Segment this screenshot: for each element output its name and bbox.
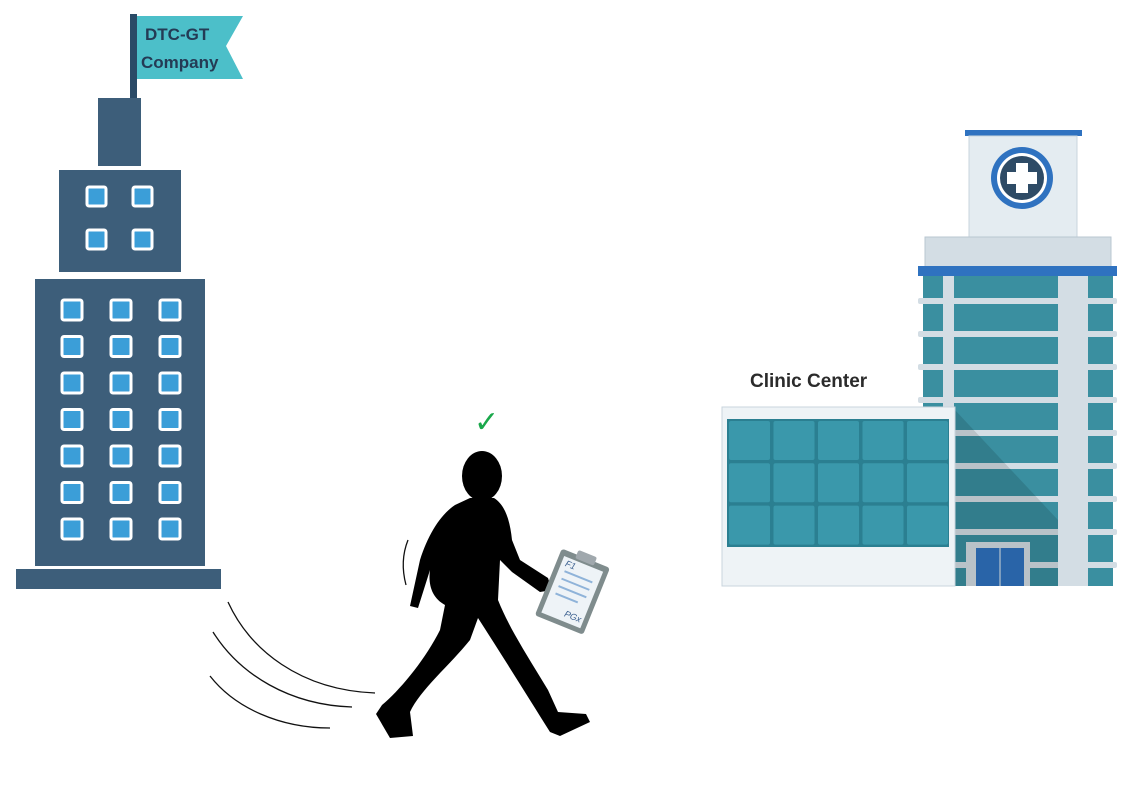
tower-window <box>109 481 133 504</box>
tower-window <box>85 185 108 208</box>
motion-lines <box>209 539 409 729</box>
tower-middle <box>59 170 181 272</box>
clinic-wing-window <box>862 421 904 460</box>
company-flag <box>137 16 243 79</box>
company-building: DTC-GT Company <box>16 14 243 589</box>
clinic-wing-window <box>818 505 859 545</box>
person-body <box>376 498 590 738</box>
clinic-wing-window <box>907 505 948 545</box>
tower-window <box>109 408 133 431</box>
tower-window <box>131 228 154 251</box>
clinic-wing-window <box>729 463 770 503</box>
clinic-wing-window <box>862 505 904 545</box>
tower-window <box>158 408 182 431</box>
tower-window <box>158 335 182 358</box>
walking-person: ✓ <box>376 405 590 738</box>
clinic-wing-window <box>907 463 948 503</box>
tower-top <box>98 98 141 166</box>
clinic-wing-window <box>773 505 815 545</box>
tower-window <box>60 298 84 322</box>
tower-base <box>16 569 221 589</box>
tower-window <box>60 481 84 504</box>
tower-window <box>109 335 133 358</box>
flag-pole <box>130 14 137 112</box>
tower-window <box>109 444 133 468</box>
tower-main-windows <box>60 298 182 541</box>
clinic-wing-windows <box>729 421 948 545</box>
tower-window <box>60 444 84 468</box>
tower-window <box>131 185 154 208</box>
tower-window <box>158 298 182 322</box>
clipboard-label-top: F1 <box>564 558 577 571</box>
tower-window <box>60 517 84 541</box>
tower-middle-windows <box>85 185 154 251</box>
clinic-wing-window <box>907 421 948 460</box>
tower-window <box>158 517 182 541</box>
plus-in-circle-icon <box>991 147 1053 209</box>
person-head <box>462 451 502 501</box>
tower-window <box>60 408 84 431</box>
flag-label-line2: Company <box>141 53 219 72</box>
tower-window <box>109 371 133 395</box>
tower-window <box>60 335 84 358</box>
clinic-wing-window <box>729 421 770 460</box>
tower-window <box>109 517 133 541</box>
clinic-wing-window <box>729 505 770 545</box>
tower-window <box>158 481 182 504</box>
tower-window <box>158 444 182 468</box>
clinic-label: Clinic Center <box>750 371 868 392</box>
clinic-wing-window <box>818 463 859 503</box>
check-icon: ✓ <box>474 405 499 440</box>
clinic-building: Clinic Center <box>721 130 1117 587</box>
clinic-wing-window <box>773 463 815 503</box>
tower-window <box>109 298 133 322</box>
tower-window <box>158 371 182 395</box>
clipboard-icon: F1 PGx <box>535 549 610 634</box>
flag-label-line1: DTC-GT <box>145 25 210 44</box>
clinic-wing-window <box>773 421 815 460</box>
clinic-wing-window <box>862 463 904 503</box>
tower-window <box>85 228 108 251</box>
clinic-wing-window <box>818 421 859 460</box>
tower-window <box>60 371 84 395</box>
